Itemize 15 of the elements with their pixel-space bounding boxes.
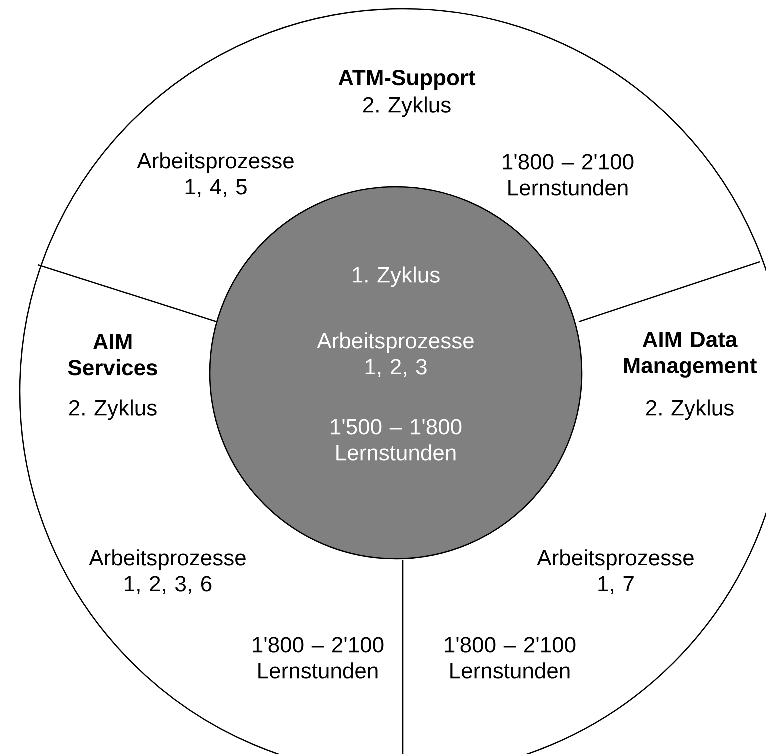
- process-label: Arbeitsprozesse 1, 2, 3: [317, 332, 474, 378]
- process-label: Arbeitsprozesse 1, 4, 5: [137, 152, 294, 198]
- hours-label: 1'500 – 1'800 Lernstunden: [331, 419, 462, 461]
- sector-heading: AIM Data Management: [624, 332, 757, 378]
- process-label: Arbeitsprozesse 1, 2, 3, 6: [89, 550, 246, 594]
- cycle-label: 2. Zyklus: [646, 400, 734, 420]
- hours-label: 1'800 – 2'100 Lernstunden: [503, 154, 634, 196]
- process-label: Arbeitsprozesse 1, 7: [537, 550, 694, 594]
- cycle-label: 2. Zyklus: [70, 400, 157, 420]
- sector-heading: AIM Services: [68, 334, 158, 376]
- sector-heading: ATM-Support: [338, 70, 476, 90]
- hours-label: 1'800 – 2'100 Lernstunden: [445, 637, 576, 679]
- hours-label: 1'800 – 2'100 Lernstunden: [253, 637, 384, 679]
- cycle-label: 1. Zyklus: [353, 266, 440, 288]
- cycle-label: 2. Zyklus: [364, 96, 451, 118]
